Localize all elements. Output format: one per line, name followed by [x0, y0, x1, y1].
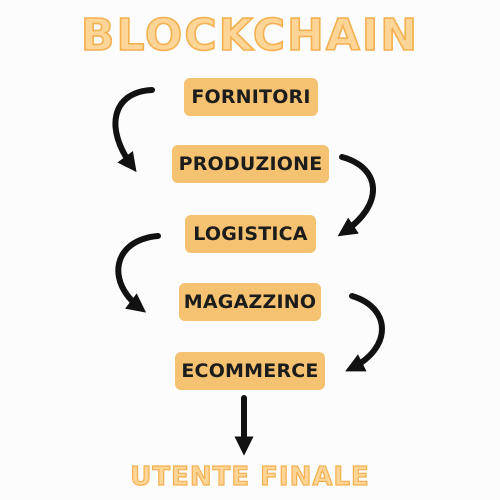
curved-arrow-icon [115, 233, 161, 313]
step-label: FORNITORI [191, 86, 311, 108]
step-label: LOGISTICA [193, 223, 308, 245]
step-fornitori: FORNITORI [184, 78, 318, 116]
final-user-label: UTENTE FINALE [130, 461, 370, 492]
step-label: PRODUZIONE [178, 153, 323, 175]
step-label: MAGAZZINO [183, 291, 317, 313]
step-produzione: PRODUZIONE [172, 145, 329, 183]
diagram-title: BLOCKCHAIN [80, 9, 420, 62]
step-ecommerce: ECOMMERCE [175, 352, 325, 390]
curved-arrow-icon [337, 154, 376, 237]
step-logistica: LOGISTICA [185, 215, 316, 253]
curved-arrow-icon [112, 87, 155, 173]
curved-arrow-icon [345, 293, 385, 372]
step-label: ECOMMERCE [181, 360, 319, 382]
step-magazzino: MAGAZZINO [179, 283, 321, 321]
